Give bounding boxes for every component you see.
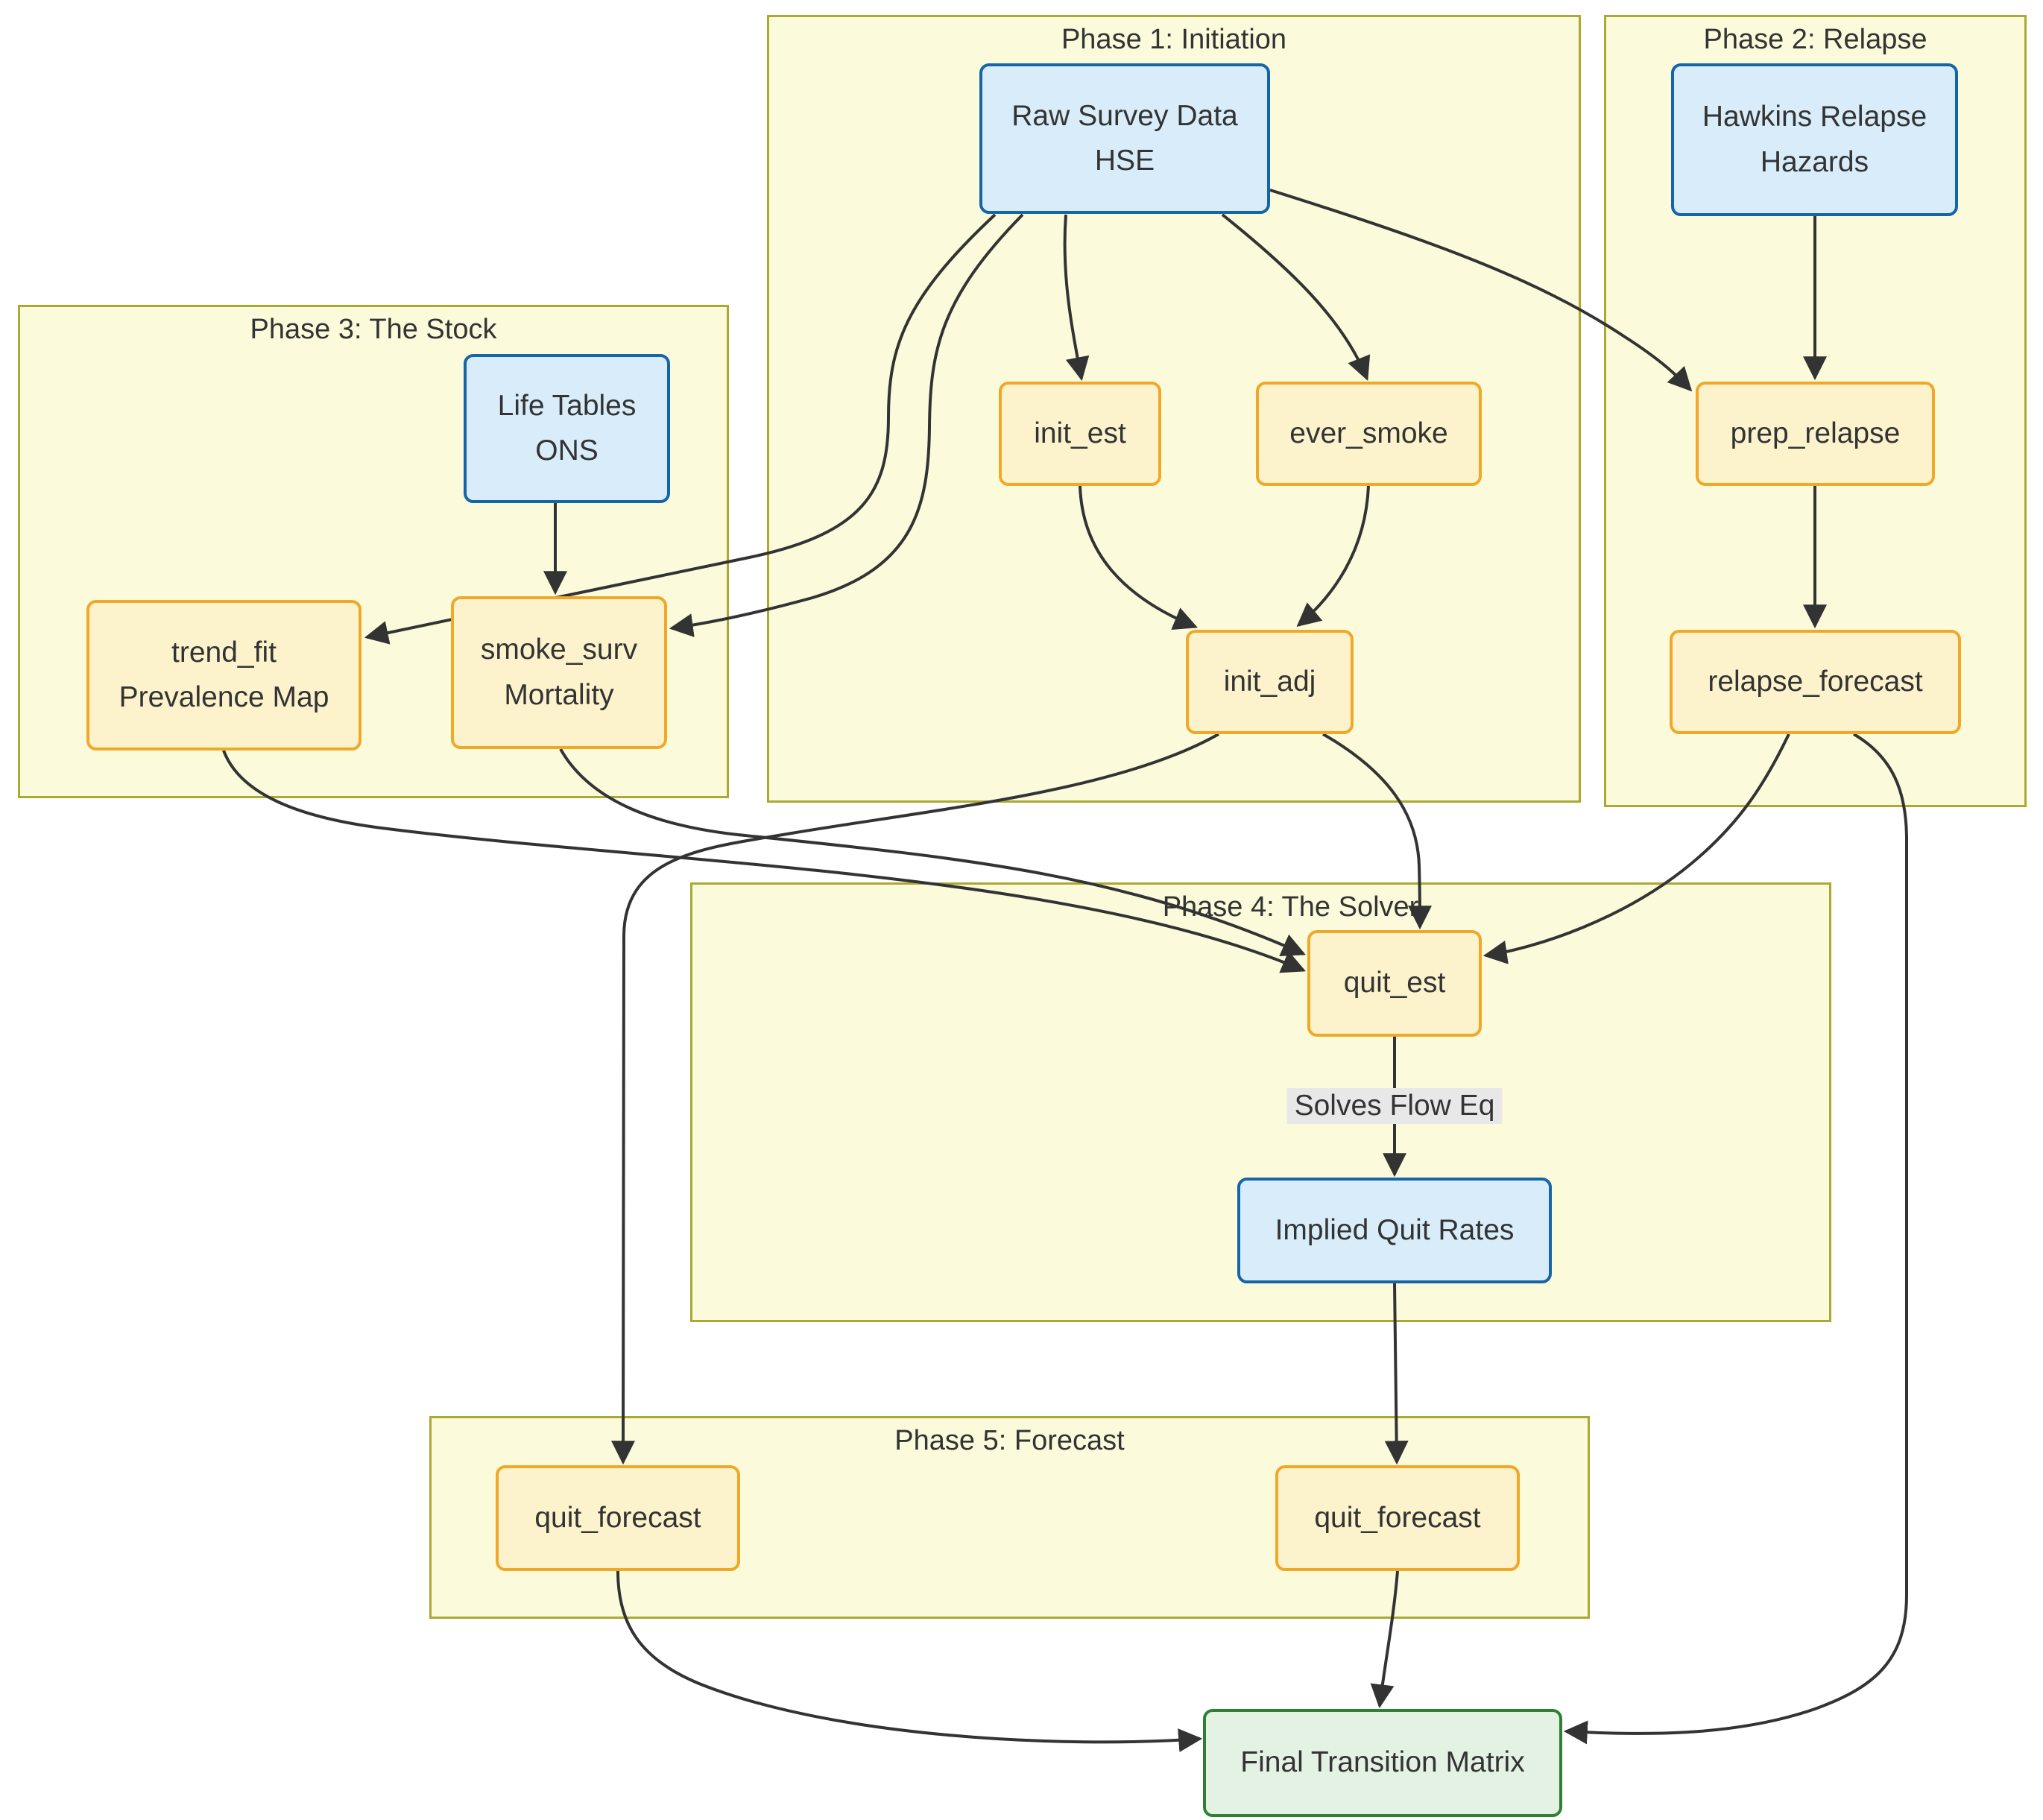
cluster-title-phase4: Phase 4: The Solver [1162,891,1419,923]
node-quit_forecast-right: quit_forecast [1275,1465,1520,1571]
node-prep_relapse: prep_relapse [1696,382,1935,486]
node-ever_smoke: ever_smoke [1256,382,1482,486]
cluster-title-phase1: Phase 1: Initiation [1061,24,1287,55]
edge-relapse_forecast-quit_est [1482,733,1790,964]
node-relapse_forecast: relapse_forecast [1670,630,1961,734]
node-life-tables-ons: Life Tables ONS [464,354,670,503]
edge-raw-ever_smoke [1221,213,1371,381]
cluster-title-phase2: Phase 2: Relapse [1703,24,1927,55]
edge-init_adj-quit_est [1322,733,1432,930]
node-hawkins-relapse-hazards: Hawkins Relapse Hazards [1671,63,1958,216]
edge-relapse_forecast-final [1563,733,1908,1745]
edge-init_est-init_adj [1079,485,1198,630]
edge-smoke_surv-quit_est [559,748,1306,956]
node-quit_est: quit_est [1307,930,1482,1037]
edge-implied-quit_forecast_right [1384,1283,1409,1465]
cluster-title-phase5: Phase 5: Forecast [894,1425,1125,1456]
node-init_adj: init_adj [1186,630,1354,734]
node-trend_fit: trend_fit Prevalence Map [86,600,361,751]
node-init_est: init_est [999,382,1161,486]
edge-init_adj-quit_forecast_left [611,733,1219,1465]
node-implied-quit-rates: Implied Quit Rates [1237,1178,1552,1283]
edge-raw-smoke_surv [669,213,1024,637]
node-smoke_surv: smoke_surv Mortality [451,596,667,749]
edge-quit_forecast_left-final [616,1570,1203,1753]
node-raw-survey-data: Raw Survey Data HSE [979,63,1270,214]
edge-raw-prep_relapse [1269,189,1693,392]
node-quit_forecast-left: quit_forecast [496,1465,740,1571]
edge-raw-init_est [1063,214,1090,382]
edge-trend_fit-quit_est [222,750,1306,973]
edge-ever_smoke-init_adj [1296,485,1370,628]
edge-raw-trend_fit [364,213,997,645]
cluster-title-phase3: Phase 3: The Stock [250,314,497,345]
edge-quit_forecast_right-final [1370,1570,1399,1709]
edge-label-solves-flow-eq: Solves Flow Eq [1286,1088,1503,1124]
node-final-transition-matrix: Final Transition Matrix [1203,1709,1562,1817]
